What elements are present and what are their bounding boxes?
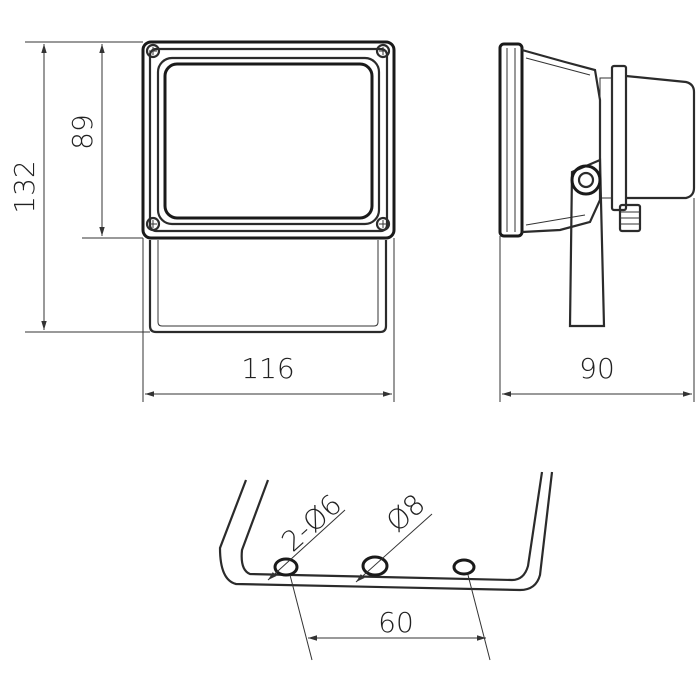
side-view: 90 bbox=[498, 42, 696, 402]
dim-depth-label: 90 bbox=[579, 352, 615, 385]
lens-window bbox=[163, 62, 374, 220]
dim-hole-spacing: 60 bbox=[289, 574, 491, 661]
screw-icon bbox=[145, 216, 161, 232]
front-bracket bbox=[148, 240, 388, 334]
center-hole-icon bbox=[361, 555, 389, 577]
dim-center-hole-label: Ø8 bbox=[380, 487, 432, 538]
dim-frame-height-label: 89 bbox=[66, 114, 99, 150]
dim-frame-height: 89 bbox=[66, 44, 143, 239]
side-driver-box bbox=[625, 74, 696, 200]
dim-hole-spacing-label: 60 bbox=[378, 606, 414, 639]
dim-overall-height-label: 132 bbox=[8, 160, 41, 213]
dim-width: 116 bbox=[142, 238, 395, 402]
screw-icon bbox=[375, 43, 391, 59]
mount-hole-icon bbox=[452, 558, 476, 576]
screw-icon bbox=[145, 43, 161, 59]
side-flange bbox=[610, 64, 628, 212]
screw-icon bbox=[375, 216, 391, 232]
dim-width-label: 116 bbox=[241, 352, 294, 385]
dim-depth: 90 bbox=[499, 198, 695, 402]
dim-overall-height: 132 bbox=[8, 41, 150, 333]
front-bracket-inner bbox=[157, 240, 379, 327]
front-view: 132 89 116 bbox=[8, 40, 396, 402]
side-front-face bbox=[498, 42, 524, 238]
side-bracket bbox=[568, 158, 606, 328]
bracket-outline bbox=[218, 471, 554, 592]
housing-outer bbox=[141, 40, 396, 240]
bezel-outer bbox=[156, 56, 381, 226]
pivot-knob-icon bbox=[570, 164, 602, 196]
mount-hole-icon bbox=[273, 557, 299, 577]
housing-rim bbox=[148, 47, 389, 233]
dim-mount-holes-label: 2-Ø6 bbox=[275, 488, 348, 558]
bracket-detail: 2-Ø6 Ø8 60 bbox=[218, 471, 554, 661]
side-housing bbox=[521, 48, 602, 234]
